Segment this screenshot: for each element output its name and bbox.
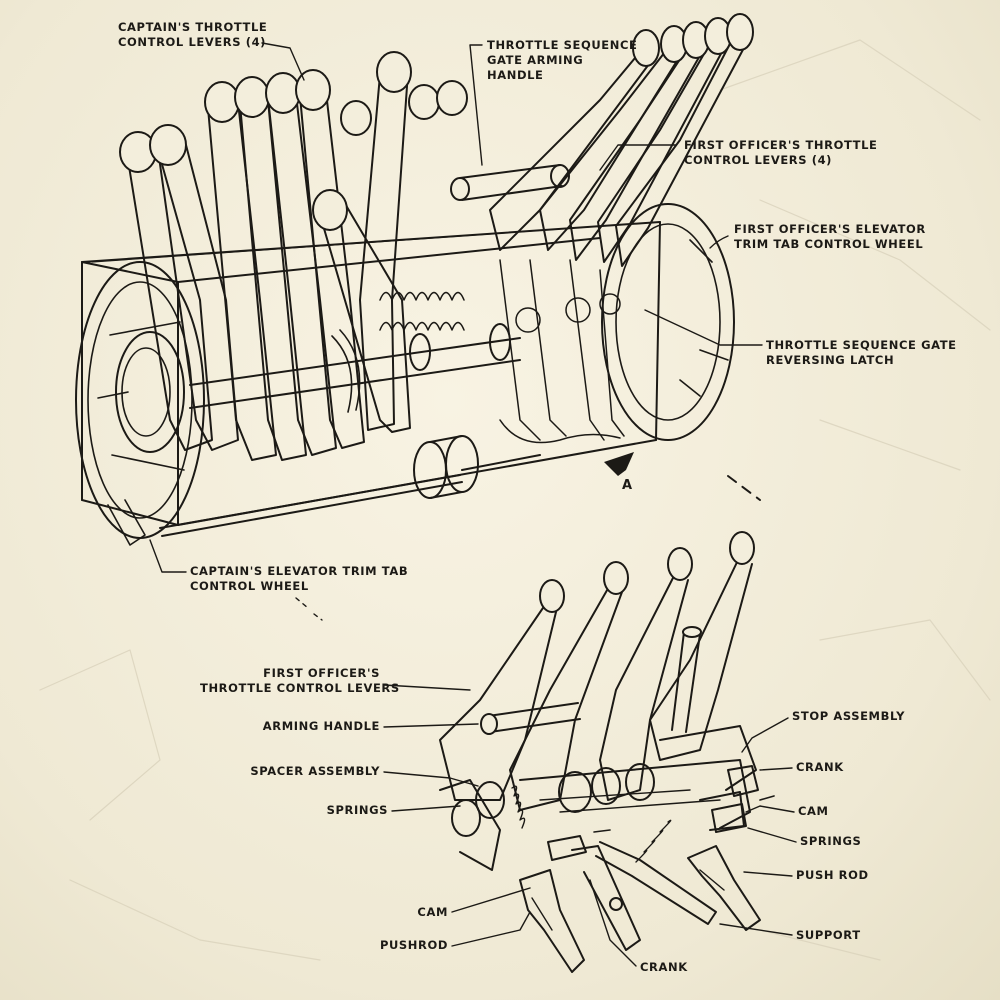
captain-throttle-levers <box>127 71 411 461</box>
view-arrow-a-icon <box>604 452 634 476</box>
fo-throttle-levers <box>489 35 747 267</box>
label-line: THROTTLE SEQUENCE <box>487 38 638 52</box>
bottom-leader-lines <box>383 684 797 967</box>
detail-dashes <box>593 795 775 833</box>
gate-arming-handle-label: THROTTLE SEQUENCE GATE ARMING HANDLE <box>487 38 637 83</box>
captain-lever-knobs <box>119 51 468 231</box>
gate-mechanism-body <box>439 725 757 871</box>
stop-assembly-pin <box>671 626 702 733</box>
lower-rod <box>159 435 541 537</box>
fo-linkages <box>499 259 625 444</box>
dashed-cut-line <box>727 475 761 501</box>
housing-box <box>81 221 661 526</box>
bottom-springs <box>511 785 672 863</box>
cam-left-label: CAM <box>417 905 448 919</box>
label-line: THROTTLE CONTROL LEVERS <box>200 681 400 695</box>
crank-arm-right <box>727 765 759 797</box>
label-line: CAPTAIN'S THROTTLE <box>118 20 268 34</box>
pushrod-label: PUSHROD <box>379 938 448 952</box>
crank-bottom-label: CRANK <box>640 960 688 974</box>
fo-lever-knobs <box>632 13 754 67</box>
label-line: REVERSING LATCH <box>766 353 895 367</box>
fo-throttle-levers-label: FIRST OFFICER'S THROTTLE CONTROL LEVERS … <box>684 138 877 168</box>
top-quadrant-assembly <box>75 13 763 621</box>
label-line: CONTROL LEVERS (4) <box>684 153 833 167</box>
label-line: FIRST OFFICER'S THROTTLE <box>684 138 878 152</box>
captain-throttle-levers-label: CAPTAIN'S THROTTLE CONTROL LEVERS (4) <box>118 20 267 50</box>
bleed-through-marks <box>39 39 991 961</box>
bottom-arming-handle <box>480 702 581 735</box>
arming-handle-label: ARMING HANDLE <box>262 719 380 733</box>
captain-trim-wheel-label: CAPTAIN'S ELEVATOR TRIM TAB CONTROL WHEE… <box>190 564 408 594</box>
bottom-lever-knobs <box>539 531 755 613</box>
crank-arm-bottom <box>571 845 641 951</box>
right-cam-pushrod <box>687 803 761 931</box>
label-line: FIRST OFFICER'S ELEVATOR <box>734 222 926 236</box>
label-line: GATE ARMING <box>487 53 584 67</box>
bottom-gate-assembly <box>383 531 797 973</box>
spacer-assembly-label: SPACER ASSEMBLY <box>250 764 380 778</box>
gate-reversing-latch-label: THROTTLE SEQUENCE GATE REVERSING LATCH <box>766 338 957 368</box>
captain-trim-wheel <box>75 261 205 546</box>
label-line: THROTTLE SEQUENCE GATE <box>766 338 957 352</box>
label-line: TRIM TAB CONTROL WHEEL <box>734 237 924 251</box>
arming-handle-rod <box>450 164 570 201</box>
bottom-fo-throttle-levers-label: FIRST OFFICER'S THROTTLE CONTROL LEVERS <box>200 666 400 696</box>
left-cam-pushrod <box>519 835 587 973</box>
stop-assembly-label: STOP ASSEMBLY <box>792 709 906 723</box>
label-line: HANDLE <box>487 68 544 82</box>
fo-trim-wheel-label: FIRST OFFICER'S ELEVATOR TRIM TAB CONTRO… <box>734 222 926 252</box>
springs-right-label: SPRINGS <box>800 834 862 848</box>
label-line: CONTROL LEVERS (4) <box>118 35 267 49</box>
label-line: CONTROL WHEEL <box>190 579 309 593</box>
label-line: CAPTAIN'S ELEVATOR TRIM TAB <box>190 564 409 578</box>
label-line: FIRST OFFICER'S <box>263 666 380 680</box>
crank-right-label: CRANK <box>796 760 844 774</box>
push-rod-label: PUSH ROD <box>796 868 869 882</box>
springs-left-label: SPRINGS <box>326 803 388 817</box>
support-bar <box>595 841 717 925</box>
gear-sector <box>331 329 361 413</box>
support-label: SUPPORT <box>796 928 861 942</box>
cam-right-label: CAM <box>798 804 829 818</box>
view-arrow-label: A <box>622 478 633 493</box>
top-leader-lines <box>149 42 763 621</box>
fo-trim-wheel <box>601 203 735 441</box>
